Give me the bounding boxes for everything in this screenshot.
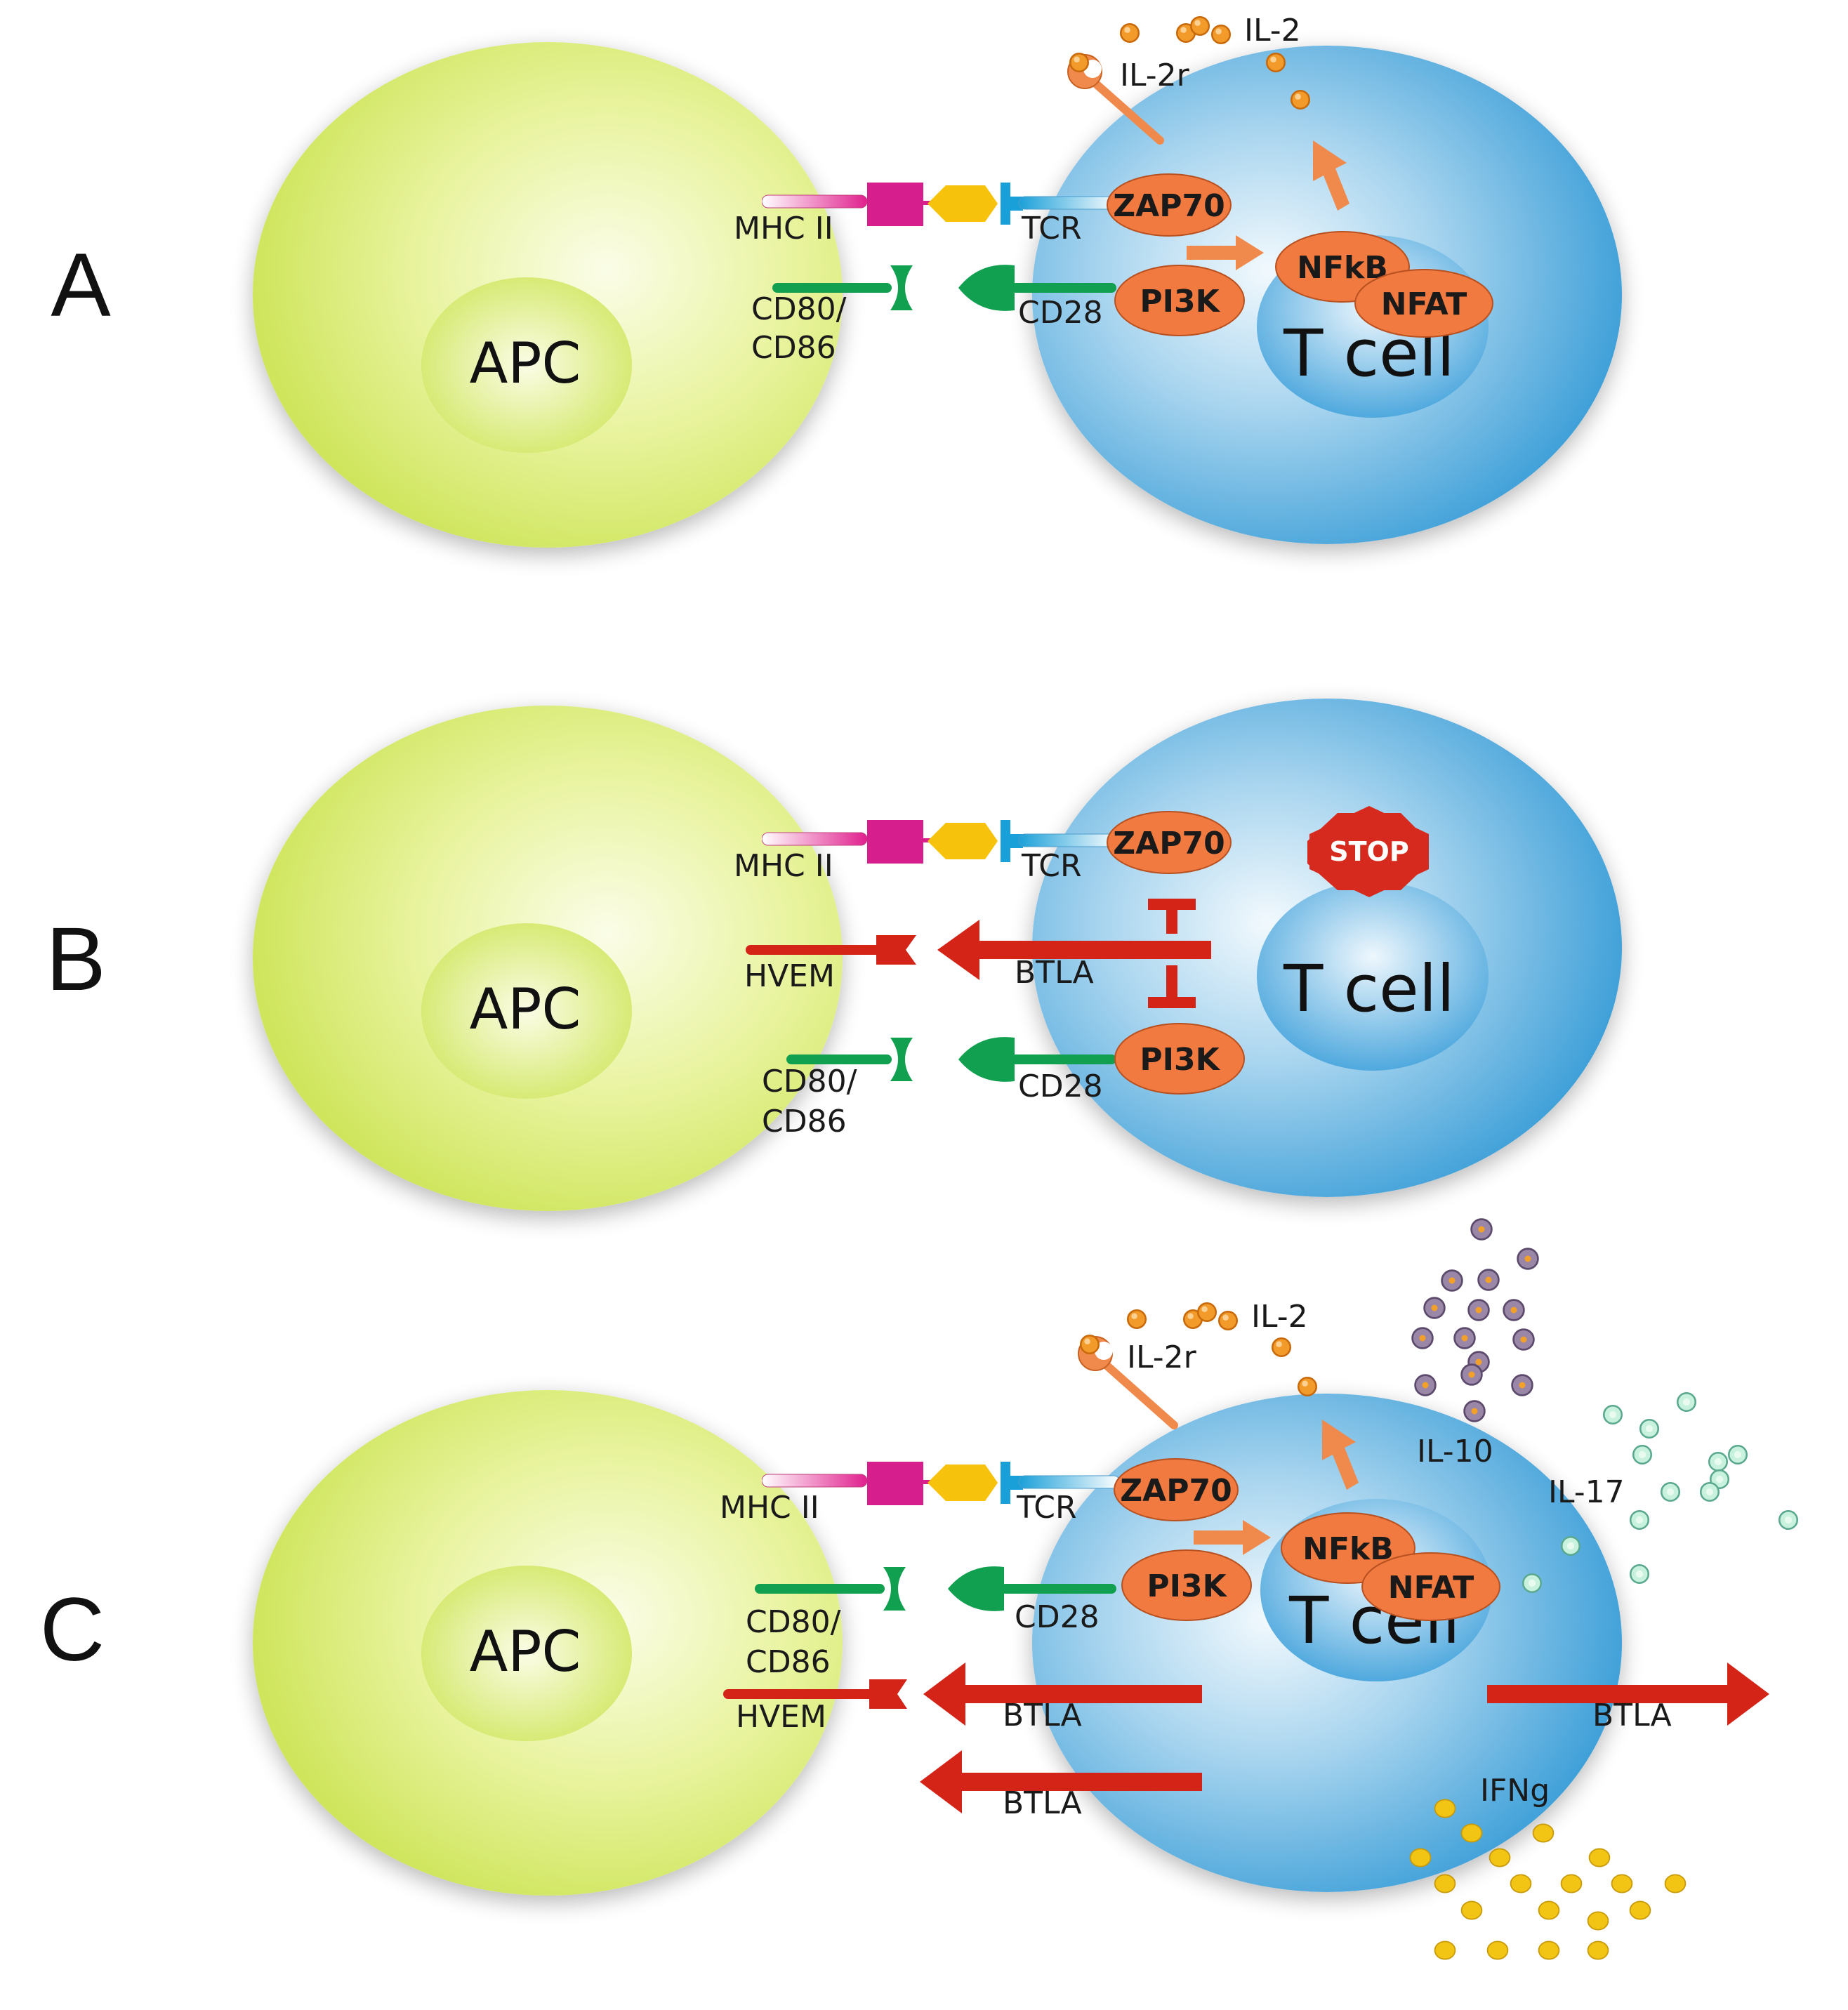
activation-arrow (1187, 235, 1264, 270)
il2-receptor (1067, 52, 1164, 145)
il2-label: IL-2 (1244, 13, 1301, 48)
cd80-cd28-pair (786, 1037, 1116, 1082)
cd80-label: CD80/ (762, 1064, 857, 1099)
cd28-label: CD28 (1015, 1599, 1100, 1635)
panel-letter: C (40, 1580, 105, 1680)
mhc-label: MHC II (720, 1490, 819, 1526)
apc-cell: APC (253, 706, 843, 1211)
cd80-label: CD80/ (751, 291, 847, 327)
cd86-label: CD86 (751, 330, 836, 366)
il17-label: IL-17 (1548, 1474, 1625, 1510)
btla-label: BTLA (1015, 955, 1094, 991)
panel-b: B APC T cell MHC II TCR HVEM BTLA (46, 699, 1622, 1211)
cd80-label: CD80/ (746, 1604, 841, 1640)
cd80-cd28-pair (772, 265, 1116, 311)
hvem-label: HVEM (736, 1699, 826, 1735)
nfat-node (1361, 1552, 1500, 1621)
zap70-node (1107, 173, 1232, 237)
mhc-label: MHC II (734, 848, 833, 884)
btla-label: BTLA (1003, 1785, 1082, 1821)
nfkb-label: NFkB (1302, 1531, 1394, 1567)
activation-arrow (1194, 1520, 1271, 1555)
il2-release-arrow (1313, 140, 1349, 211)
panel-a: A APC T cell MHC II TCR CD80/ CD86 CD28 … (51, 13, 1622, 548)
nfkb-label: NFkB (1297, 250, 1388, 286)
cd28-label: CD28 (1018, 295, 1103, 331)
il2-release-arrow (1322, 1420, 1359, 1490)
nfat-node (1354, 269, 1493, 338)
tcr-label: TCR (1016, 1490, 1077, 1526)
zap70-label: ZAP70 (1120, 1473, 1232, 1509)
apc-cell: APC (253, 1390, 843, 1896)
il2r-label: IL-2r (1127, 1340, 1197, 1375)
pi3k-node (1121, 1549, 1252, 1621)
cd80-cd28-pair (755, 1566, 1116, 1611)
apc-label: APC (470, 1619, 581, 1684)
btla-arrow-left (920, 1750, 1202, 1813)
nfat-label: NFAT (1388, 1570, 1474, 1606)
btla-label: BTLA (1003, 1698, 1082, 1733)
panel-letter: A (51, 235, 111, 336)
hvem-btla-pair (723, 1662, 1202, 1726)
apc-label: APC (470, 331, 581, 396)
mhc-label: MHC II (734, 211, 833, 246)
zap70-label: ZAP70 (1113, 188, 1225, 224)
apc-cell: APC (253, 42, 843, 548)
pi3k-label: PI3K (1140, 1042, 1220, 1078)
t-cell: T cell (1032, 1394, 1622, 1892)
nfat-label: NFAT (1381, 286, 1467, 322)
stop-sign: STOP (1307, 806, 1429, 897)
cd86-label: CD86 (746, 1644, 831, 1680)
il2r-label: IL-2r (1120, 58, 1190, 93)
il2-label: IL-2 (1251, 1299, 1308, 1335)
cd28-label: CD28 (1018, 1069, 1103, 1104)
stop-label: STOP (1329, 836, 1408, 867)
zap70-label: ZAP70 (1113, 826, 1225, 861)
pi3k-label: PI3K (1140, 284, 1220, 319)
pi3k-node (1114, 1023, 1245, 1095)
tcell-label: T cell (1283, 951, 1455, 1026)
pi3k-label: PI3K (1147, 1568, 1227, 1604)
il10-label: IL-10 (1417, 1434, 1493, 1469)
hvem-btla-pair (746, 920, 1211, 980)
tcr-label: TCR (1021, 848, 1082, 884)
btla-label: BTLA (1592, 1698, 1672, 1733)
btla-arrow-right (1487, 1662, 1769, 1726)
cd86-label: CD86 (762, 1104, 847, 1139)
tcr-label: TCR (1021, 211, 1082, 246)
il2-receptor (1078, 1334, 1178, 1429)
pi3k-node (1114, 265, 1245, 336)
apc-label: APC (470, 977, 581, 1042)
zap70-node (1107, 811, 1232, 874)
panel-letter: B (46, 909, 105, 1010)
il10-cytokines (1411, 1218, 1539, 1422)
zap70-node (1114, 1458, 1239, 1521)
hvem-label: HVEM (744, 958, 835, 994)
inhibition-bars (1148, 899, 1196, 1008)
ifng-label: IFNg (1480, 1773, 1550, 1809)
panel-c: C APC T cell MHC II TCR CD80/ CD86 CD28 (40, 1218, 1799, 1960)
